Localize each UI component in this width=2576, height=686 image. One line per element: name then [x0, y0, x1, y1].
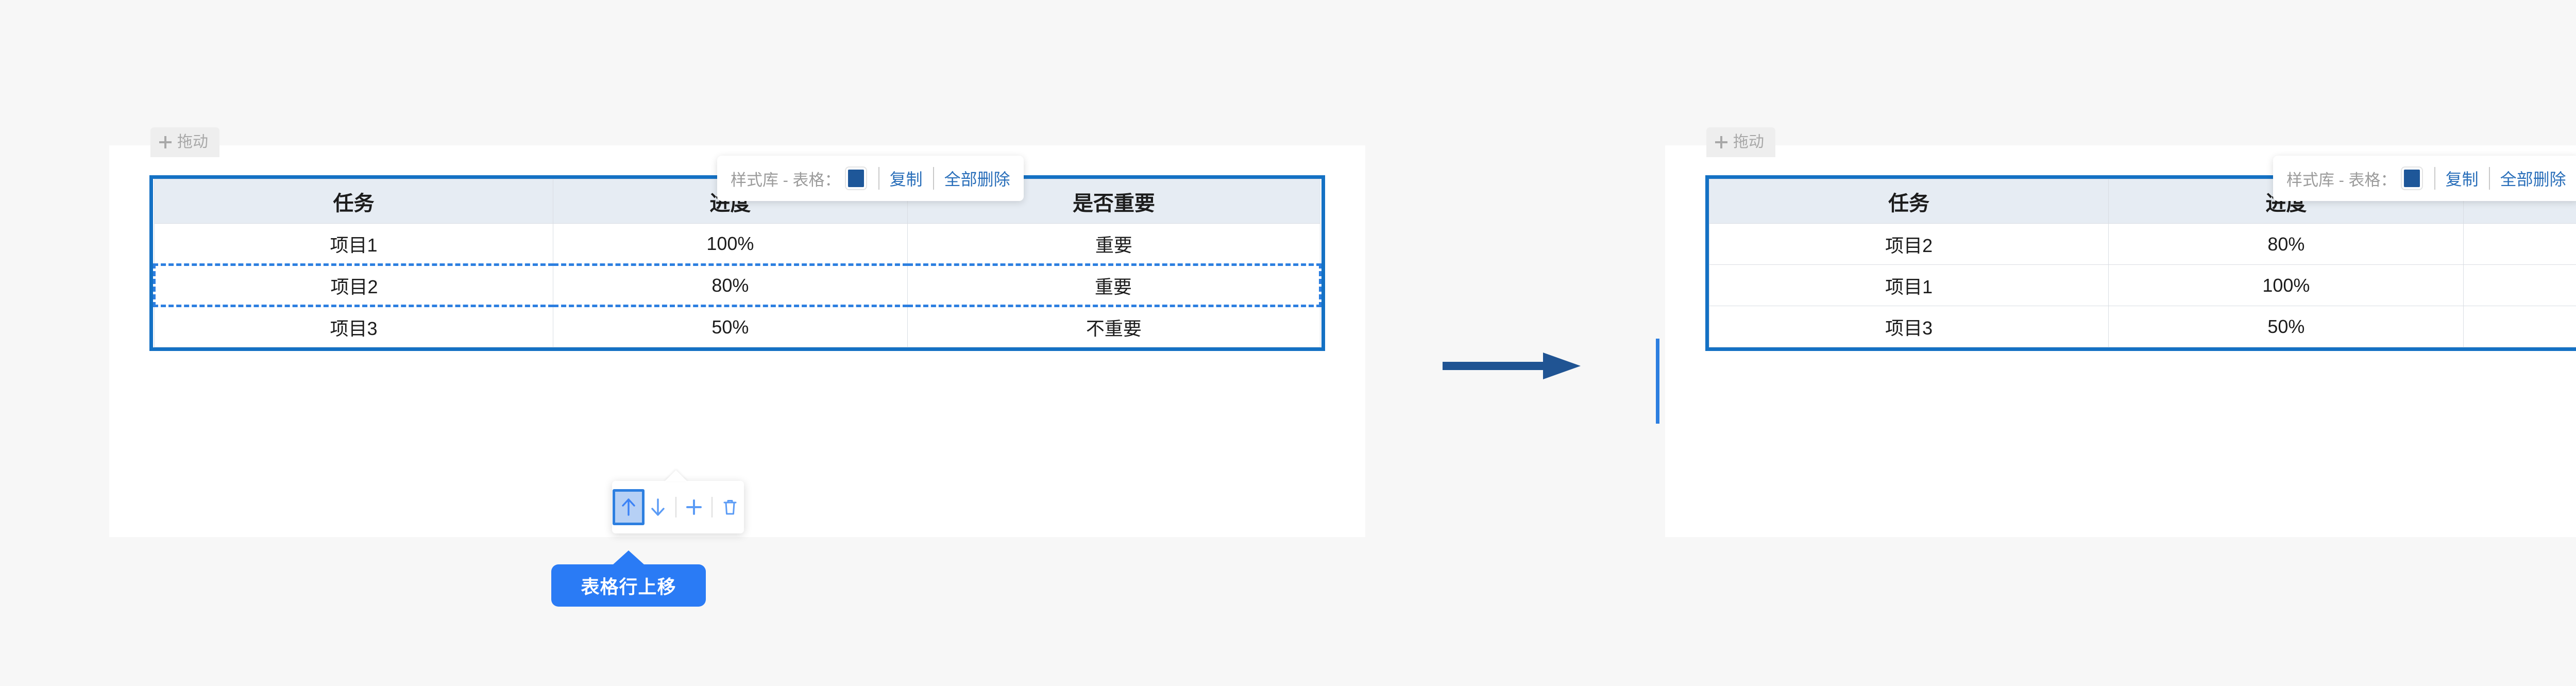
flow-arrow-icon [1443, 350, 1582, 381]
style-toolbar-label: 样式库 - 表格： [731, 171, 841, 189]
before-panel: 拖动 任务 进度 是否重要 项目1 100% 重要 项目2 80% [109, 127, 1365, 537]
insert-row-button[interactable] [681, 492, 707, 523]
toolbar-divider [2488, 167, 2490, 190]
table-row[interactable]: 项目1 100% 重要 [154, 223, 1321, 265]
cell-progress[interactable]: 100% [2108, 264, 2464, 306]
delete-all-link[interactable]: 全部删除 [2500, 170, 2566, 189]
arrow-down-icon [649, 497, 667, 517]
cell-progress[interactable]: 50% [552, 306, 908, 347]
toolbar-divider [2434, 167, 2435, 190]
move-row-down-button[interactable] [645, 492, 671, 523]
cell-important[interactable]: 不重要 [2463, 306, 2576, 347]
style-color-swatch[interactable] [2401, 168, 2422, 189]
table-container-right: 任务 进度 是否重要 项目2 80% 重要 项目1 100% 重要 项目3 [1705, 175, 2576, 351]
text-caret [1656, 339, 1659, 424]
cell-progress[interactable]: 80% [2108, 223, 2464, 265]
style-toolbar-label: 样式库 - 表格： [2286, 171, 2397, 189]
table-container-left: 任务 进度 是否重要 项目1 100% 重要 项目2 80% 重要 项目3 [149, 175, 1325, 351]
cell-task[interactable]: 项目1 [154, 223, 553, 265]
move-row-up-button[interactable] [613, 489, 645, 525]
table-row[interactable]: 项目2 80% 重要 [1708, 223, 2576, 265]
style-color-swatch[interactable] [845, 168, 866, 189]
column-header-task: 任务 [1708, 179, 2109, 224]
toolbar-divider [878, 167, 879, 190]
trash-icon [722, 498, 738, 516]
drag-handle-label: 拖动 [1733, 133, 1764, 150]
cell-progress[interactable]: 100% [552, 223, 908, 265]
cell-task[interactable]: 项目2 [1708, 223, 2109, 265]
cell-important[interactable]: 重要 [907, 223, 1321, 265]
drag-handle-left[interactable]: 拖动 [150, 127, 219, 157]
toolbar-divider [933, 167, 934, 190]
plus-icon [685, 498, 703, 516]
row-action-toolbar [612, 481, 744, 533]
task-table-before: 任务 进度 是否重要 项目1 100% 重要 项目2 80% 重要 项目3 [153, 179, 1322, 347]
row-action-divider [675, 497, 676, 517]
column-header-task: 任务 [154, 179, 553, 224]
copy-link[interactable]: 复制 [889, 170, 923, 189]
cell-important[interactable]: 重要 [907, 263, 1322, 307]
table-row[interactable]: 项目3 50% 不重要 [154, 306, 1321, 347]
table-row[interactable]: 项目1 100% 重要 [1708, 264, 2576, 306]
arrow-up-icon [620, 497, 637, 517]
task-table-after: 任务 进度 是否重要 项目2 80% 重要 项目1 100% 重要 项目3 [1708, 179, 2576, 347]
style-toolbar-right: 样式库 - 表格： 复制 全部删除 [2273, 156, 2576, 201]
cell-task[interactable]: 项目3 [154, 306, 553, 347]
callout-text: 表格行上移 [581, 576, 676, 597]
move-cross-icon [158, 135, 173, 150]
table-row-selected[interactable]: 项目2 80% 重要 [153, 263, 1322, 307]
callout-move-row-up: 表格行上移 [551, 564, 706, 607]
cell-task[interactable]: 项目2 [153, 263, 553, 307]
cell-important[interactable]: 不重要 [907, 306, 1321, 347]
delete-all-link[interactable]: 全部删除 [944, 170, 1010, 189]
after-panel: 拖动 任务 进度 是否重要 项目2 80% 重要 项目1 100% [1656, 127, 2576, 537]
row-action-divider [711, 497, 713, 517]
cell-important[interactable]: 重要 [2463, 223, 2576, 265]
copy-link[interactable]: 复制 [2445, 170, 2479, 189]
drag-handle-right[interactable]: 拖动 [1706, 127, 1775, 157]
cell-task[interactable]: 项目3 [1708, 306, 2109, 347]
cell-task[interactable]: 项目1 [1708, 264, 2109, 306]
cell-progress[interactable]: 50% [2108, 306, 2464, 347]
cell-important[interactable]: 重要 [2463, 264, 2576, 306]
cell-progress[interactable]: 80% [552, 263, 908, 307]
table-row[interactable]: 项目3 50% 不重要 [1708, 306, 2576, 347]
delete-row-button[interactable] [717, 492, 743, 523]
move-cross-icon [1714, 135, 1729, 150]
drag-handle-label: 拖动 [177, 133, 208, 150]
style-toolbar-left: 样式库 - 表格： 复制 全部删除 [717, 156, 1024, 201]
